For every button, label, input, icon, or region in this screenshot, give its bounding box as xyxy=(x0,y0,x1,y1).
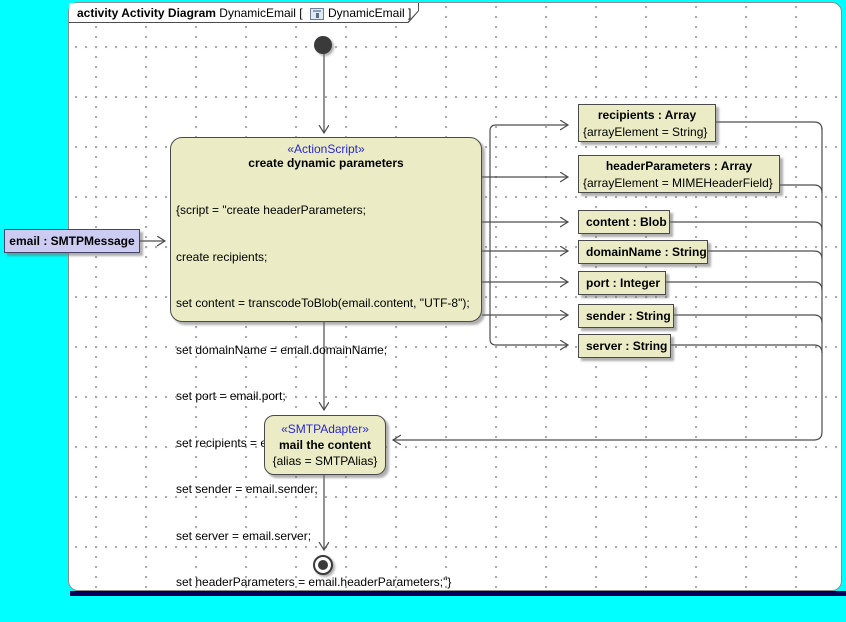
script-line: set content = transcodeToBlob(email.cont… xyxy=(176,296,470,310)
script-line: set headerParameters = email.headerParam… xyxy=(176,575,452,589)
object-node-label: headerParameters : Array xyxy=(605,159,753,173)
diagram-kind-label: activity Activity Diagram xyxy=(77,5,216,20)
object-node-label: content : Blob xyxy=(586,215,667,229)
diagram-frame-tab[interactable]: activity Activity Diagram DynamicEmail [… xyxy=(69,3,419,23)
object-node-label: recipients : Array xyxy=(597,108,697,122)
script-line: {script = "create headerParameters; xyxy=(176,203,367,217)
adapter-tag: {alias = SMTPAlias} xyxy=(272,454,378,468)
script-line: create recipients; xyxy=(176,249,268,264)
object-node-server[interactable]: server : String xyxy=(578,334,671,358)
object-node-label: domainName : String xyxy=(586,245,707,259)
script-line: set domainName = email.domainName; xyxy=(176,342,388,357)
object-node-label: port : Integer xyxy=(586,276,660,290)
initial-node[interactable] xyxy=(314,36,332,54)
script-line: set sender = email.sender; xyxy=(176,482,318,496)
object-node-port[interactable]: port : Integer xyxy=(578,271,666,295)
object-node-label: sender : String xyxy=(586,309,671,323)
activity-diagram-icon xyxy=(309,7,324,20)
diagram-name: DynamicEmail [ xyxy=(215,5,306,20)
object-node-sender[interactable]: sender : String xyxy=(578,304,674,328)
action-node-mail-the-content[interactable]: «SMTPAdapter» mail the content {alias = … xyxy=(264,415,386,475)
window-bottom-edge xyxy=(70,591,846,596)
object-node-headerparameters[interactable]: headerParameters : Array {arrayElement =… xyxy=(578,155,780,193)
object-node-content[interactable]: content : Blob xyxy=(578,210,670,234)
edge-action-to-server[interactable] xyxy=(489,338,568,345)
action-stereotype: «ActionScript» xyxy=(287,142,365,156)
object-node-recipients[interactable]: recipients : Array {arrayElement = Strin… xyxy=(578,104,716,142)
diagram-context-name: DynamicEmail ] xyxy=(327,5,412,20)
object-node-tag: {arrayElement = String} xyxy=(583,125,708,139)
object-node-label: email : SMTPMessage xyxy=(9,234,135,248)
object-node-domainname[interactable]: domainName : String xyxy=(578,240,708,264)
script-line: set server = email.server; xyxy=(176,528,312,543)
adapter-name: mail the content xyxy=(278,438,371,452)
desktop: { "frame": { "kind_label": "activity Act… xyxy=(4,2,846,596)
activity-final-node[interactable] xyxy=(313,555,333,575)
edge-bus-to-adapter[interactable] xyxy=(393,431,823,440)
object-node-label: server : String xyxy=(586,339,668,353)
object-node-email[interactable]: email : SMTPMessage xyxy=(4,229,140,253)
adapter-stereotype: «SMTPAdapter» xyxy=(281,422,369,436)
edge-layer xyxy=(140,54,823,596)
script-line: set port = email.port; xyxy=(176,389,286,403)
action-name: create dynamic parameters xyxy=(248,156,404,170)
action-node-create-dynamic-parameters[interactable]: «ActionScript» create dynamic parameters… xyxy=(170,137,482,589)
object-node-tag: {arrayElement = MIMEHeaderField} xyxy=(583,176,773,190)
edge-action-to-recipients[interactable] xyxy=(489,125,568,132)
